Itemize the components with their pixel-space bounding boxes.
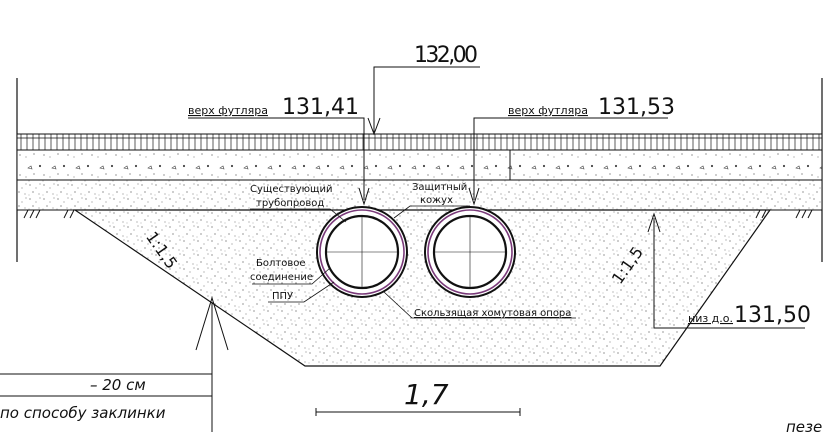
ground-hatch-right	[755, 209, 813, 219]
casing-top-left-value: 131,41	[282, 95, 359, 120]
bolt-label-2: соединение	[250, 272, 313, 283]
pipe-right	[424, 206, 516, 298]
sliding-support-label: Скользящая хомутовая опора	[414, 308, 571, 319]
casing-top-right-value: 131,53	[598, 95, 675, 120]
casing-top-right-label: верх футляра	[508, 104, 588, 117]
bottom-label: низ д.о.	[688, 312, 733, 325]
gravel-layer	[16, 149, 823, 181]
corner-note: пезе	[786, 418, 822, 432]
sand-layer	[16, 179, 823, 211]
width-value: 1,7	[404, 378, 449, 411]
casing-top-left-label: верх футляра	[188, 104, 268, 117]
existing-pipe-label-2: трубопровод	[256, 198, 324, 209]
bottom-value: 131,50	[734, 303, 811, 328]
protective-case-label-2: кожух	[420, 195, 453, 206]
top-elevation-value: 132,00	[414, 43, 478, 68]
pipe-left	[316, 206, 408, 298]
note-method: по способу заклинки	[0, 404, 166, 422]
ppu-label: ППУ	[272, 291, 293, 302]
ground-hatch-left	[23, 209, 75, 219]
note-depth: – 20 см	[90, 376, 146, 394]
existing-pipe-label-1: Существующий	[250, 184, 332, 195]
bolt-label-1: Болтовое	[256, 258, 305, 269]
trench	[73, 209, 772, 367]
top-elevation-marker	[367, 66, 480, 136]
asphalt-layer	[16, 133, 823, 151]
protective-case-label-1: Защитный	[412, 182, 467, 193]
